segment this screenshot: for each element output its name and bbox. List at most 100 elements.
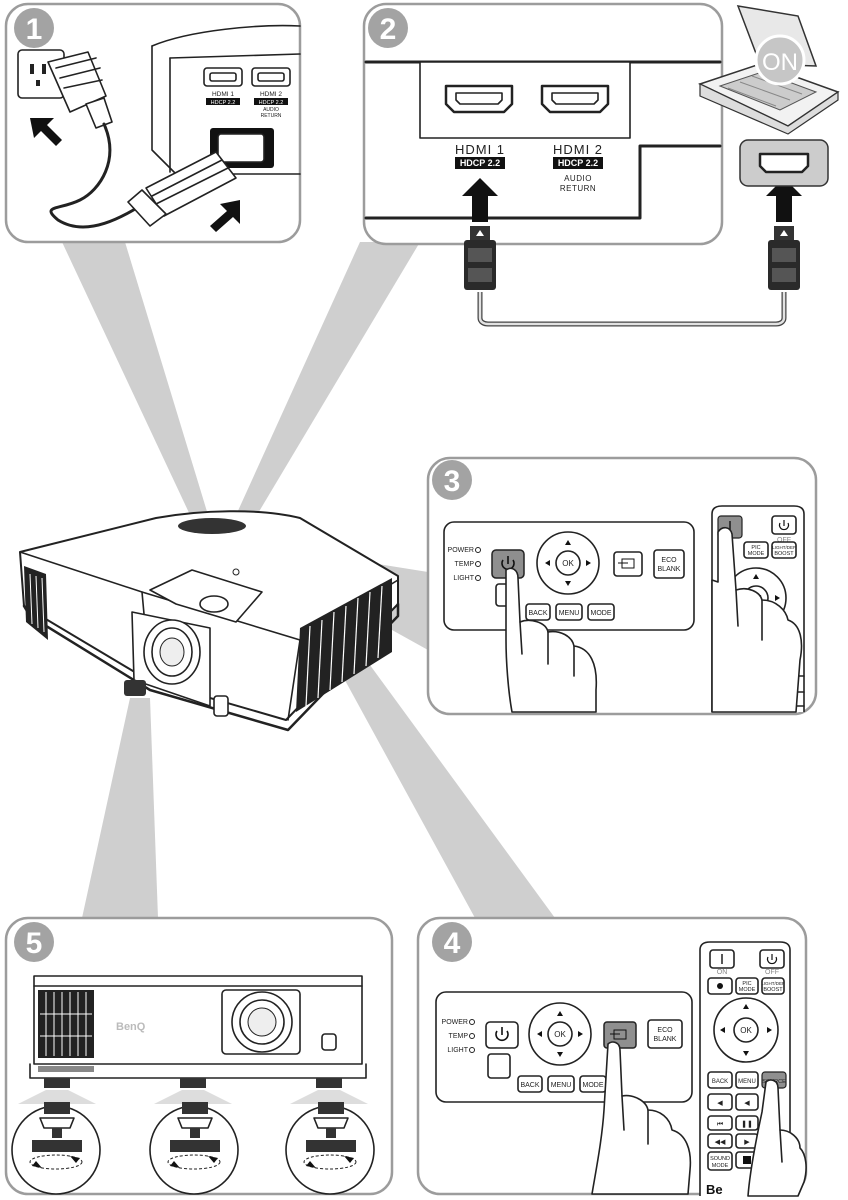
svg-text:PIC: PIC [751,545,760,551]
step-badge-2: 2 [368,8,408,48]
menu-button[interactable]: MENU [555,603,583,621]
projector-lens [131,611,211,707]
power-cord-connector-icon [127,151,237,227]
svg-text:5: 5 [26,927,43,960]
ok-button[interactable]: OK [547,1021,573,1047]
projector-front-view: BenQ [29,975,367,1088]
step5-panel: 5 BenQ [4,916,394,1196]
svg-text:MENU: MENU [738,1079,756,1085]
insert-arrow-icon [462,178,498,222]
hdmi1-port-icon [444,84,514,114]
hand-pointer-icon [747,1079,807,1197]
step-badge-5: 5 [14,922,54,962]
hdmi-cable-icon [464,226,800,327]
projector-lens [221,989,301,1055]
step4-panel: 4 POWER TEMP LIGHT [416,916,808,1197]
svg-text:LIGHT: LIGHT [453,575,474,582]
adjuster-foot-left [11,1090,101,1195]
svg-text:POWER: POWER [442,1019,468,1026]
remote-on-button[interactable] [709,949,735,969]
source-icon [618,558,635,569]
remote-sound-mode-button[interactable]: SOUND MODE [707,1151,733,1171]
source-icon [610,1029,627,1040]
svg-text:◀◀: ◀◀ [715,1139,726,1146]
svg-text:HDMI 1: HDMI 1 [212,91,234,98]
svg-text:MODE: MODE [591,610,612,617]
step3-panel: 3 POWER TEMP LIGHT [426,456,818,716]
svg-text:HDCP 2.2: HDCP 2.2 [259,100,284,106]
svg-text:❚❚: ❚❚ [741,1120,753,1128]
svg-text:AUDIO: AUDIO [263,107,279,113]
adjuster-foot-center [149,1090,239,1195]
laptop-hdmi-port-icon [739,139,829,187]
projector-rear-view: HDMI 1 HDCP 2.2 HDMI 2 HDCP 2.2 AUDIO RE… [151,24,301,175]
svg-text:OFF: OFF [765,969,779,976]
pic-mode-button[interactable]: PIC MODE [743,541,769,559]
svg-text:MODE: MODE [748,551,765,557]
remote-volume-down-button[interactable]: ◀ [735,1093,759,1111]
projector-main-view [19,510,400,732]
back-button[interactable]: BACK [525,603,551,621]
svg-text:HDCP 2.2: HDCP 2.2 [211,100,236,106]
remote-pause-button[interactable]: ❚❚ [735,1115,759,1131]
remote-back-button[interactable]: BACK [707,1071,733,1089]
svg-text:HDMI 2: HDMI 2 [260,91,282,98]
svg-text:MODE: MODE [739,987,756,993]
svg-text:OFF: OFF [777,537,791,544]
svg-text:RETURN: RETURN [560,184,596,193]
svg-text:ECO: ECO [657,1027,673,1034]
svg-text:◀: ◀ [744,1100,750,1107]
hdmi2-port-icon [540,84,610,114]
remote-brightness-button[interactable] [707,977,733,995]
step1-panel: 1 [4,2,302,244]
remote-navigation-pad[interactable]: OK [713,997,779,1063]
svg-text:HDCP 2.2: HDCP 2.2 [558,158,598,168]
svg-text:PIC: PIC [742,981,751,987]
svg-text:MENU: MENU [551,1082,572,1089]
svg-text:ECO: ECO [661,557,677,564]
svg-text:POWER: POWER [448,547,474,554]
svg-text:◀: ◀ [717,1100,723,1107]
remote-prev-button[interactable]: ⏮ [707,1115,733,1131]
svg-text:TEMP: TEMP [449,1033,469,1040]
source-button[interactable] [613,551,643,577]
power-button[interactable] [485,1021,519,1049]
svg-text:TEMP: TEMP [455,561,475,568]
svg-text:BLANK: BLANK [658,566,681,573]
light-boost-button[interactable]: LIGHT/DEF BOOST [761,977,785,995]
step-badge-3: 3 [432,460,472,500]
svg-text:⏮: ⏮ [717,1121,723,1128]
laptop-on-badge: ON [754,34,806,86]
remote-mute-button[interactable]: ◀ [707,1093,733,1111]
mode-button[interactable]: MODE [587,603,615,621]
svg-text:BACK: BACK [712,1079,728,1085]
svg-text:BOOST: BOOST [763,987,783,993]
remote-off-button[interactable] [759,949,785,969]
menu-button[interactable]: MENU [547,1075,575,1093]
svg-text:BOOST: BOOST [774,551,794,557]
step2-panel: 2 HDMI 1 HDCP 2.2 HDMI 2 HDCP 2.2 AUDIO … [362,2,840,327]
svg-text:2: 2 [380,13,397,46]
projector-control-panel: POWER TEMP LIGHT [443,521,695,631]
light-boost-button[interactable]: LIGHT/DEF BOOST [771,541,797,559]
svg-text:BACK: BACK [528,610,547,617]
eco-blank-button[interactable]: ECO BLANK [653,549,685,579]
adjuster-foot-right [285,1090,375,1195]
pic-mode-button[interactable]: PIC MODE [735,977,759,995]
remote-off-button[interactable] [771,515,797,535]
hand-pointer-icon [591,1041,692,1195]
remote-rewind-button[interactable]: ◀◀ [707,1133,733,1149]
front-vent [296,578,392,712]
mode-button[interactable]: MODE [579,1075,607,1093]
remote-play-button[interactable]: ▶ [735,1133,759,1149]
svg-text:MODE: MODE [712,1163,729,1169]
ok-button[interactable]: OK [555,550,581,576]
svg-text:3: 3 [444,465,461,498]
svg-text:OK: OK [554,1030,566,1039]
svg-text:OK: OK [740,1026,752,1035]
eco-blank-button[interactable]: ECO BLANK [647,1019,683,1049]
remote-menu-button[interactable]: MENU [735,1071,759,1089]
svg-text:MODE: MODE [583,1082,604,1089]
back-button[interactable]: BACK [517,1075,543,1093]
